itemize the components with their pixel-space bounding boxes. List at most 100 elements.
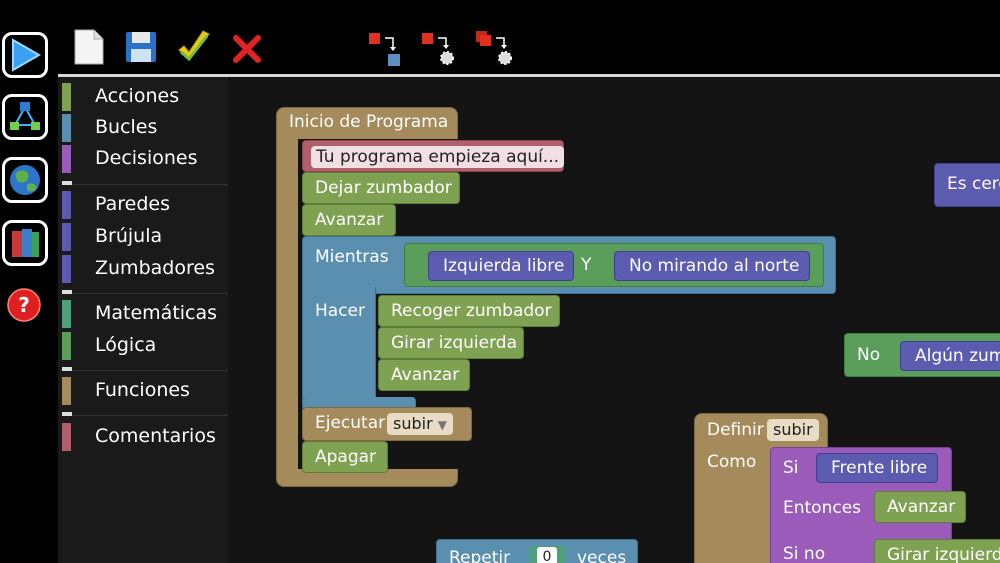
forward-block[interactable]: Avanzar xyxy=(378,359,470,391)
run-icon xyxy=(12,38,42,72)
repeat-count-field[interactable]: 0 xyxy=(529,546,565,563)
category-swatch xyxy=(62,423,71,451)
category-paredes[interactable]: Paredes xyxy=(62,191,228,219)
help-button[interactable]: ? xyxy=(6,287,42,323)
any-beeper-label: Algún zum xyxy=(915,346,1000,366)
turn-left-block[interactable]: Girar izquierda xyxy=(874,539,1000,563)
step-in-button[interactable] xyxy=(367,32,403,68)
category-brujula[interactable]: Brújula xyxy=(62,223,228,251)
category-decisiones[interactable]: Decisiones xyxy=(62,145,228,173)
svg-text:?: ? xyxy=(18,293,30,317)
category-divider xyxy=(62,181,228,185)
call-function-label: Ejecutar xyxy=(315,413,386,433)
times-label: veces xyxy=(577,548,627,563)
drop-beeper-label: Dejar zumbador xyxy=(315,178,452,198)
category-divider xyxy=(62,412,228,416)
category-label: Matemáticas xyxy=(95,302,218,324)
forward-label: Avanzar xyxy=(315,210,384,230)
front-clear-label: Frente libre xyxy=(831,458,928,478)
chevron-down-icon: ▼ xyxy=(437,418,447,432)
tree-icon xyxy=(10,102,40,130)
books-button[interactable] xyxy=(2,220,48,266)
do-label: Hacer xyxy=(315,301,365,321)
repeat-block[interactable]: Repetir 0 veces xyxy=(436,539,638,563)
any-beeper-block[interactable]: Algún zum xyxy=(900,341,1000,371)
then-label: Entonces xyxy=(783,498,862,518)
program-start-label: Inicio de Programa xyxy=(289,112,449,132)
category-swatch xyxy=(62,255,71,283)
category-label: Zumbadores xyxy=(95,257,215,279)
delete-icon xyxy=(233,35,261,63)
category-matematicas[interactable]: Matemáticas xyxy=(62,300,228,328)
category-label: Acciones xyxy=(95,85,180,107)
check-button[interactable] xyxy=(176,28,212,64)
forward-label: Avanzar xyxy=(887,497,956,517)
run-button[interactable] xyxy=(2,32,48,78)
category-panel xyxy=(58,77,228,563)
call-function-block[interactable]: Ejecutar subir ▼ xyxy=(302,407,472,441)
not-facing-north-label: No mirando al norte xyxy=(629,256,800,276)
step-in-icon xyxy=(369,33,400,66)
category-logica[interactable]: Lógica xyxy=(62,332,228,360)
globe-icon xyxy=(10,165,40,195)
category-acciones[interactable]: Acciones xyxy=(62,83,228,111)
comment-block[interactable]: Tu programa empieza aquí... xyxy=(302,140,565,172)
step-over-button[interactable] xyxy=(420,32,456,68)
step-out-button[interactable] xyxy=(474,30,514,68)
not-label: No xyxy=(857,345,881,365)
turn-off-label: Apagar xyxy=(315,447,377,467)
pick-beeper-block[interactable]: Recoger zumbador xyxy=(378,295,560,327)
category-swatch xyxy=(62,300,71,328)
is-zero-block[interactable]: Es cero xyxy=(934,163,1000,207)
step-out-icon xyxy=(476,31,512,65)
is-zero-label: Es cero xyxy=(947,174,1000,194)
save-icon xyxy=(126,32,156,62)
forward-block[interactable]: Avanzar xyxy=(874,491,966,523)
function-dropdown[interactable]: subir ▼ xyxy=(387,413,453,435)
while-label: Mientras xyxy=(315,247,389,267)
not-facing-north-block[interactable]: No mirando al norte xyxy=(614,251,810,281)
turn-left-label: Girar izquierda xyxy=(887,545,1000,563)
save-button[interactable] xyxy=(124,30,158,64)
category-label: Decisiones xyxy=(95,147,198,169)
turn-left-block[interactable]: Girar izquierda xyxy=(378,327,524,359)
turn-off-block[interactable]: Apagar xyxy=(302,441,388,473)
new-file-button[interactable] xyxy=(72,28,106,66)
function-dropdown-value: subir xyxy=(393,414,433,433)
toolbar xyxy=(58,0,1000,76)
left-clear-label: Izquierda libre xyxy=(443,256,565,276)
forward-block[interactable]: Avanzar xyxy=(302,204,396,236)
category-bucles[interactable]: Bucles xyxy=(62,114,228,142)
as-label: Como xyxy=(707,452,757,472)
category-swatch xyxy=(62,114,71,142)
while-body-rail: Hacer xyxy=(302,287,376,409)
category-comentarios[interactable]: Comentarios xyxy=(62,423,228,451)
tree-button[interactable] xyxy=(2,94,48,140)
forward-label: Avanzar xyxy=(391,365,460,385)
category-label: Lógica xyxy=(95,334,157,356)
category-swatch xyxy=(62,377,71,405)
front-clear-block[interactable]: Frente libre xyxy=(816,453,938,483)
delete-button[interactable] xyxy=(232,34,262,64)
comment-text[interactable]: Tu programa empieza aquí... xyxy=(311,146,565,168)
category-label: Funciones xyxy=(95,379,190,401)
pick-beeper-label: Recoger zumbador xyxy=(391,301,552,321)
category-label: Comentarios xyxy=(95,425,216,447)
category-funciones[interactable]: Funciones xyxy=(62,377,228,405)
block-workspace[interactable]: Inicio de Programa Tu programa empieza a… xyxy=(228,77,1000,563)
globe-button[interactable] xyxy=(2,157,48,203)
function-name-field[interactable]: subir xyxy=(767,419,819,441)
step-over-icon xyxy=(422,33,454,65)
left-clear-block[interactable]: Izquierda libre xyxy=(428,251,574,281)
category-label: Bucles xyxy=(95,116,158,138)
category-swatch xyxy=(62,191,71,219)
repeat-count-value: 0 xyxy=(537,547,557,563)
category-swatch xyxy=(62,332,71,360)
category-zumbadores[interactable]: Zumbadores xyxy=(62,255,228,283)
category-label: Brújula xyxy=(95,225,163,247)
new-file-icon xyxy=(74,29,104,65)
and-label: Y xyxy=(581,255,592,275)
books-icon xyxy=(12,229,39,257)
turn-left-label: Girar izquierda xyxy=(391,333,517,353)
drop-beeper-block[interactable]: Dejar zumbador xyxy=(302,172,460,204)
